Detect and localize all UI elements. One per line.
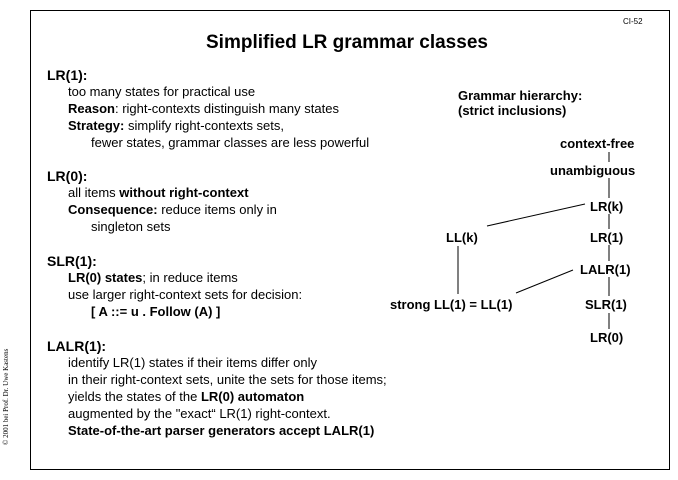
lalr1-line3-a: yields the states of the bbox=[68, 389, 201, 404]
lr1-reason-text: : right-contexts distinguish many states bbox=[114, 101, 339, 116]
lr1-strategy-text: simplify right-contexts sets, bbox=[124, 118, 285, 133]
lalr1-line5: State-of-the-art parser generators accep… bbox=[68, 423, 375, 438]
lalr1-line4: augmented by the "exact“ LR(1) right-con… bbox=[68, 406, 331, 421]
hierarchy-title-line1: Grammar hierarchy: bbox=[458, 88, 583, 103]
lr1-line1: too many states for practical use bbox=[68, 84, 256, 99]
node-llk: LL(k) bbox=[446, 230, 478, 245]
node-lrk: LR(k) bbox=[590, 199, 624, 214]
slr1-formula: [ A ::= u . Follow (A) ] bbox=[91, 304, 221, 319]
slr1-line2: use larger right-context sets for decisi… bbox=[68, 287, 303, 302]
node-context-free: context-free bbox=[560, 136, 635, 151]
lr0-consequence-label: Consequence: bbox=[68, 202, 158, 217]
lr1-reason: Reason: right-contexts distinguish many … bbox=[68, 101, 339, 117]
slide-title: Simplified LR grammar classes bbox=[206, 32, 488, 53]
slr1-line1: LR(0) states; in reduce items bbox=[68, 270, 238, 286]
lr0-consequence-text: reduce items only in bbox=[157, 202, 277, 217]
slr1-line1-a: LR(0) states bbox=[68, 270, 143, 285]
lr0-heading: LR(0): bbox=[47, 168, 88, 184]
lr0-line1-b: without right-context bbox=[119, 185, 249, 200]
node-slr1: SLR(1) bbox=[585, 297, 627, 312]
node-lr1: LR(1) bbox=[590, 230, 624, 245]
lr0-line1: all items without right-context bbox=[68, 185, 249, 201]
hierarchy-title-line2: (strict inclusions) bbox=[458, 103, 567, 118]
lalr1-line1: identify LR(1) states if their items dif… bbox=[68, 355, 318, 370]
lr1-heading: LR(1): bbox=[47, 67, 88, 83]
lalr1-line2: in their right-context sets, unite the s… bbox=[68, 372, 387, 387]
lr1-strategy: Strategy: simplify right-contexts sets, bbox=[68, 118, 284, 134]
lr0-consequence-cont: singleton sets bbox=[91, 219, 171, 234]
slr1-line1-b: ; in reduce items bbox=[142, 270, 238, 285]
node-unambiguous: unambiguous bbox=[550, 163, 636, 178]
lr1-reason-label: Reason bbox=[68, 101, 115, 116]
lr1-strategy-cont: fewer states, grammar classes are less p… bbox=[91, 135, 370, 150]
node-lalr1: LALR(1) bbox=[580, 262, 631, 277]
edge-llk-lrk bbox=[486, 203, 586, 227]
node-lr0: LR(0) bbox=[590, 330, 624, 345]
lr0-consequence: Consequence: reduce items only in bbox=[68, 202, 277, 218]
page-number: CI-52 bbox=[623, 17, 643, 26]
lalr1-line3-b: LR(0) automaton bbox=[200, 389, 305, 404]
slr1-heading: SLR(1): bbox=[47, 253, 97, 269]
edge-strongll1-lalr1 bbox=[515, 269, 574, 294]
node-strong-ll1: strong LL(1) = LL(1) bbox=[390, 297, 513, 312]
lr0-line1-a: all items bbox=[68, 185, 120, 200]
lr1-strategy-label: Strategy: bbox=[68, 118, 125, 133]
lalr1-line3: yields the states of the LR(0) automaton bbox=[68, 389, 304, 405]
slide-frame bbox=[30, 10, 670, 470]
lalr1-heading: LALR(1): bbox=[47, 338, 107, 354]
